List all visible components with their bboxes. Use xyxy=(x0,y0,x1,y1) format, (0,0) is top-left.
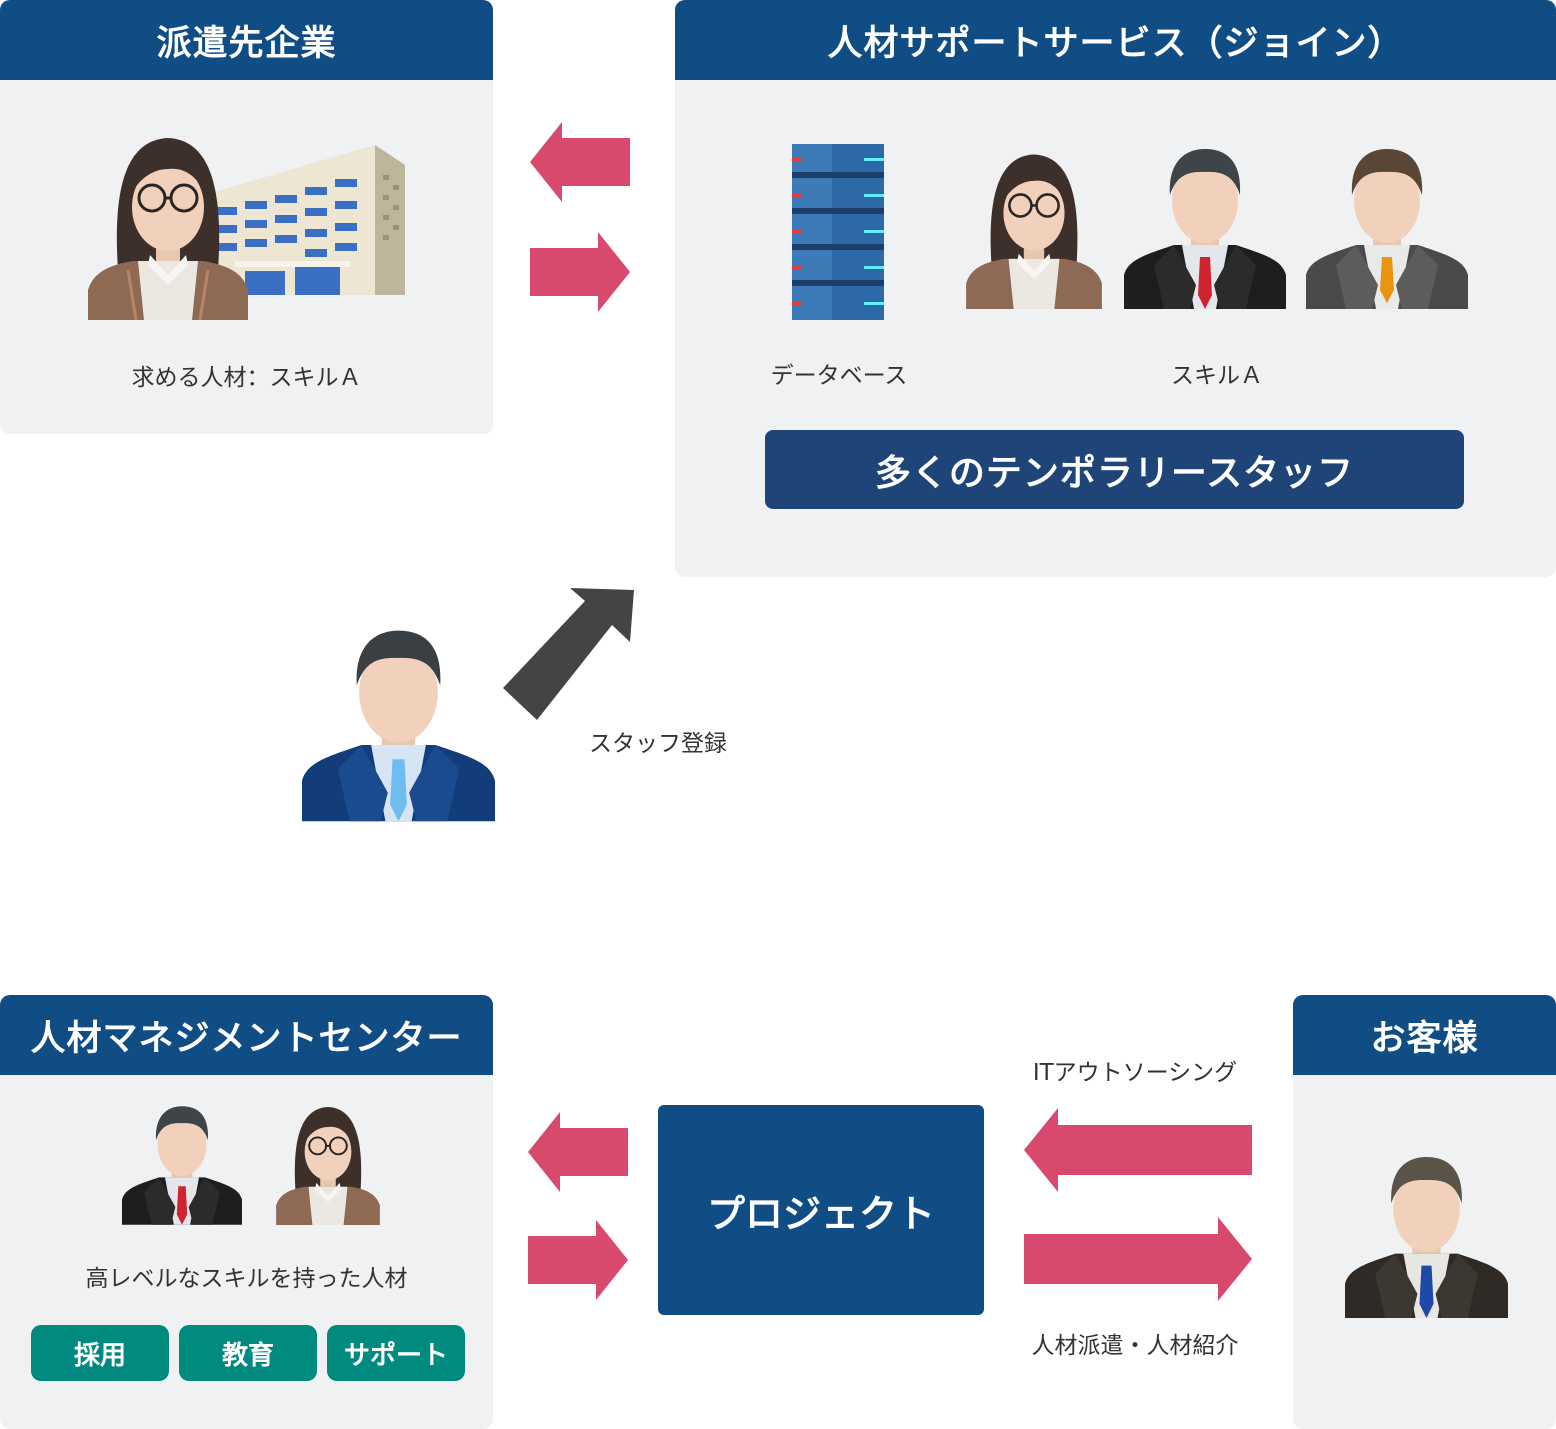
registration-label: スタッフ登録 xyxy=(589,731,727,757)
it-outsourcing-label: ITアウトソーシング xyxy=(1032,1060,1238,1086)
arrow-left-icon xyxy=(1024,1108,1252,1192)
customer-title: お客様 xyxy=(1293,995,1556,1075)
pill-support: サポート xyxy=(327,1325,465,1381)
arrow-right-icon xyxy=(528,1220,628,1300)
dispatch-company-caption: 求める人材：スキルＡ xyxy=(131,365,362,391)
project-box: プロジェクト xyxy=(658,1105,984,1315)
businessman-icon xyxy=(122,1106,242,1225)
building-icon xyxy=(205,145,405,295)
dispatch-referral-label: 人材派遣・人材紹介 xyxy=(1031,1333,1239,1359)
dispatch-company-panel: 派遣先企業 求める人材：スキルＡ xyxy=(0,0,493,434)
management-caption: 高レベルなスキルを持った人材 xyxy=(85,1266,408,1292)
management-center-panel: 人材マネジメントセンター 高レベルなスキルを持った人材 採用 教育 サポート xyxy=(0,995,493,1429)
businessman-icon xyxy=(1345,1157,1508,1318)
pill-education: 教育 xyxy=(179,1325,317,1381)
businessman-icon xyxy=(1306,149,1468,309)
support-service-title: 人材サポートサービス（ジョイン） xyxy=(675,0,1556,80)
woman-icon xyxy=(88,138,248,320)
woman-icon xyxy=(966,154,1102,309)
arrow-left-icon xyxy=(530,122,630,202)
businessman-icon xyxy=(302,630,495,822)
support-service-panel: 人材サポートサービス（ジョイン） xyxy=(675,0,1556,577)
server-icon xyxy=(792,144,884,320)
arrow-up-right-icon xyxy=(503,588,634,720)
businessman-icon xyxy=(1124,149,1286,309)
staff-bar: 多くのテンポラリースタッフ xyxy=(765,430,1464,509)
pill-recruit: 採用 xyxy=(31,1325,169,1381)
skill-label: スキルＡ xyxy=(1171,363,1263,389)
database-label: データベース xyxy=(770,363,908,389)
customer-panel: お客様 xyxy=(1293,995,1556,1429)
arrow-right-icon xyxy=(530,232,630,312)
dispatch-company-title: 派遣先企業 xyxy=(0,0,493,80)
management-center-title: 人材マネジメントセンター xyxy=(0,995,493,1075)
arrow-right-icon xyxy=(1024,1217,1252,1301)
arrow-left-icon xyxy=(528,1112,628,1192)
woman-icon xyxy=(276,1106,380,1225)
